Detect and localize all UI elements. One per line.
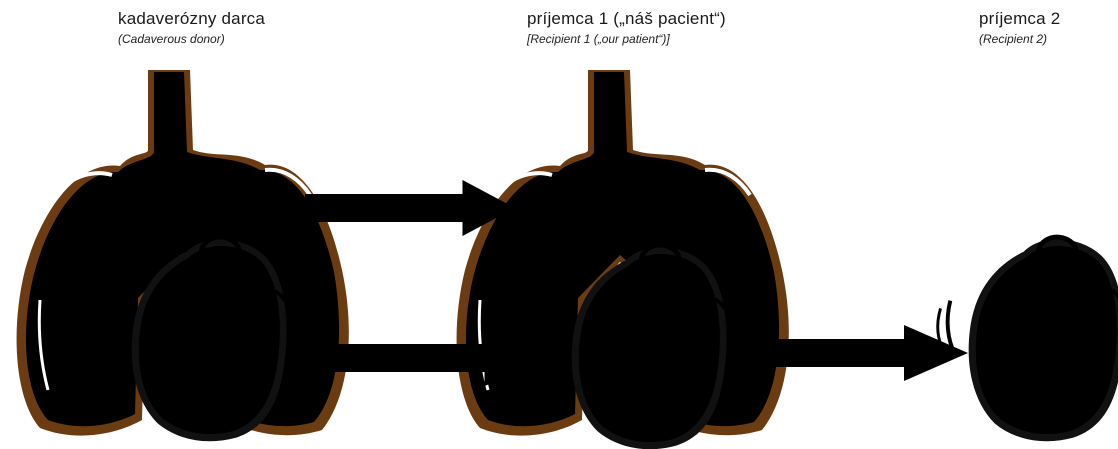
recipient2-heart (938, 237, 1118, 441)
